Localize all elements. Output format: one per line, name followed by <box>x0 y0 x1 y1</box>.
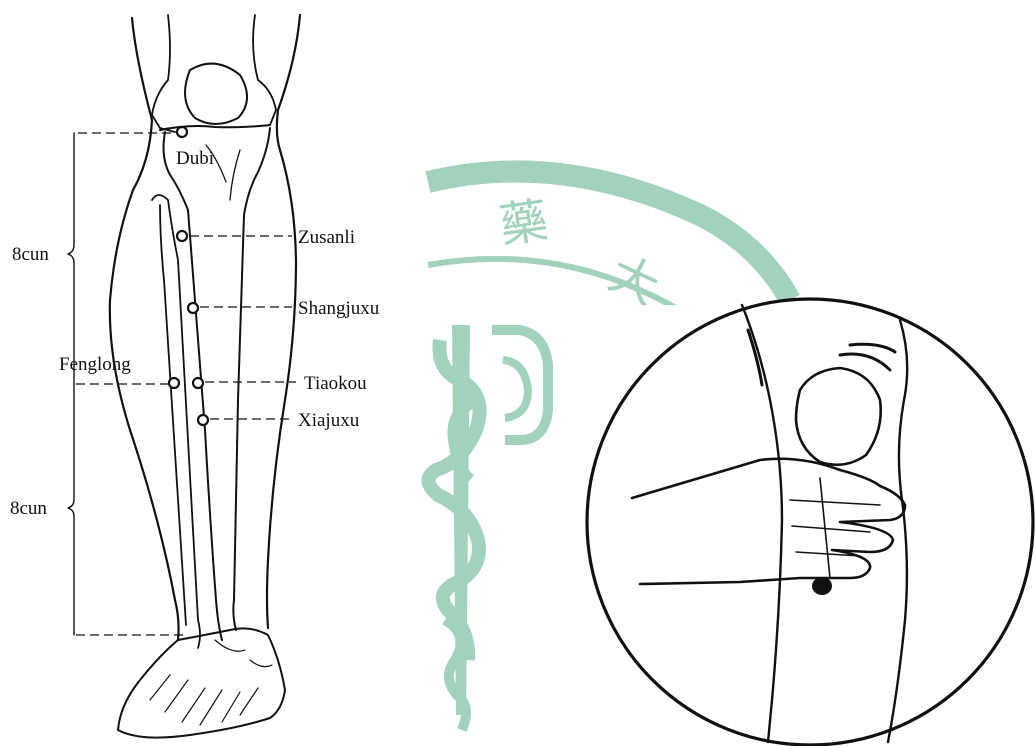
label-zusanli: Zusanli <box>298 227 355 248</box>
label-measure-upper: 8cun <box>12 244 49 265</box>
acupoint-dubi <box>177 127 187 137</box>
inset-zusanli-marker <box>812 577 832 595</box>
label-fenglong: Fenglong <box>59 354 131 375</box>
acupoint-tiaokou <box>193 378 203 388</box>
femur <box>152 15 276 132</box>
label-dubi: Dubi <box>176 148 214 169</box>
acupoint-zusanli <box>177 231 187 241</box>
acupoint-fenglong <box>169 378 179 388</box>
label-shangjuxu: Shangjuxu <box>298 298 380 319</box>
leg-anatomy-drawing: Dubi Zusanli Shangjuxu Fenglong Tiaokou … <box>10 15 380 738</box>
label-xiajuxu: Xiajuxu <box>298 410 360 431</box>
acupoint-shangjuxu <box>188 303 198 313</box>
seal-character-1: 藥 <box>496 192 551 254</box>
inset-circle-border <box>587 299 1033 745</box>
measurement-bracket-upper <box>68 133 182 384</box>
caduceus-emblem <box>428 320 568 746</box>
label-tiaokou: Tiaokou <box>304 373 367 394</box>
foot-bones <box>150 640 272 725</box>
leg-outline-left <box>110 18 179 640</box>
foot <box>118 628 285 737</box>
knee-joint-line <box>160 125 270 130</box>
label-measure-lower: 8cun <box>10 498 47 519</box>
acupoint-xiajuxu <box>198 415 208 425</box>
hand-location-inset <box>570 299 1035 746</box>
leg-outline-right <box>267 15 300 628</box>
patella <box>185 64 247 124</box>
